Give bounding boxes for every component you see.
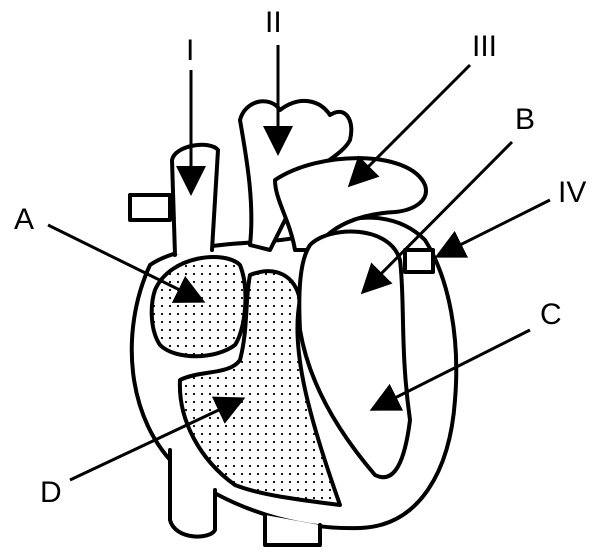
pulmonary-vein-left	[128, 193, 172, 222]
label-IV: IV	[558, 176, 587, 209]
label-III: III	[472, 30, 498, 63]
label-A: A	[14, 203, 35, 236]
label-II: II	[265, 6, 282, 39]
label-I: I	[186, 34, 195, 67]
label-D: D	[40, 476, 62, 509]
descending-aorta	[263, 513, 322, 547]
inferior-vena-cava	[168, 448, 217, 539]
superior-vena-cava	[170, 142, 220, 257]
label-C: C	[540, 298, 562, 331]
label-B: B	[515, 103, 536, 136]
pulmonary-vein-right	[403, 248, 435, 274]
